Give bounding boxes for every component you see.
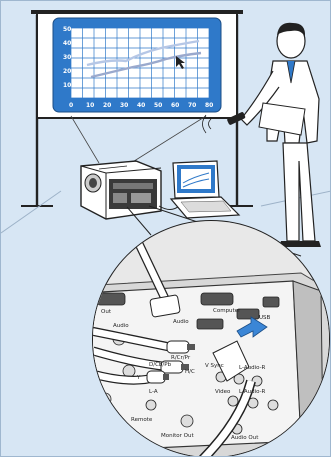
panel-label-audio-out: Audio Out: [231, 435, 259, 441]
y-tick-label: 50: [63, 26, 71, 33]
x-tick-label: 30: [120, 102, 128, 109]
y-tick-label: 20: [63, 68, 71, 75]
panel-label-y: Y: [136, 375, 141, 381]
panel-label-svideo: S-Video: [97, 409, 118, 415]
y-tick-label: 10: [63, 82, 71, 89]
panel-label-out: Out: [101, 309, 112, 315]
laptop-icon: [171, 161, 239, 218]
x-tick-label: 80: [205, 102, 213, 109]
panel-label-video: Video: [215, 389, 231, 395]
y-tick-label: 30: [63, 54, 71, 61]
panel-label-audio-top: Audio: [173, 319, 189, 325]
y-tick-label: 40: [63, 40, 71, 47]
x-tick-label: 70: [188, 102, 196, 109]
panel-label-remote: Remote: [131, 417, 153, 423]
panel-label-vsync: V Sync: [205, 363, 224, 369]
screen-chart-x-ticks: 0 10 20 30 40 50 60 70 80: [69, 102, 213, 109]
x-tick-label: 40: [137, 102, 145, 109]
panel-label-audio-lr2: L-Audio-R: [239, 389, 266, 395]
x-tick-label: 50: [154, 102, 162, 109]
x-tick-label: 20: [103, 102, 111, 109]
projection-beam: [71, 116, 206, 163]
x-tick-label: 0: [69, 102, 73, 109]
projector-icon: [81, 161, 161, 219]
panel-label-computer1: Computer: [213, 308, 241, 314]
panel-label-audio-left: Audio: [113, 323, 129, 329]
x-tick-label: 60: [171, 102, 179, 109]
panel-label-hd: H/C: [185, 369, 195, 375]
panel-label-audio-lr1: L-Audio-R: [239, 365, 266, 371]
panel-label-l-audio: L-A: [149, 389, 158, 395]
panel-label-dvb: D/Cb/Pb: [149, 362, 172, 368]
presenter-person-icon: [241, 23, 321, 247]
panel-label-rgb: R/Cr/Pr: [171, 355, 191, 361]
panel-label-usb: USB: [259, 315, 271, 321]
panel-label-monitor-out: Monitor Out: [161, 433, 194, 439]
x-tick-label: 10: [86, 102, 94, 109]
